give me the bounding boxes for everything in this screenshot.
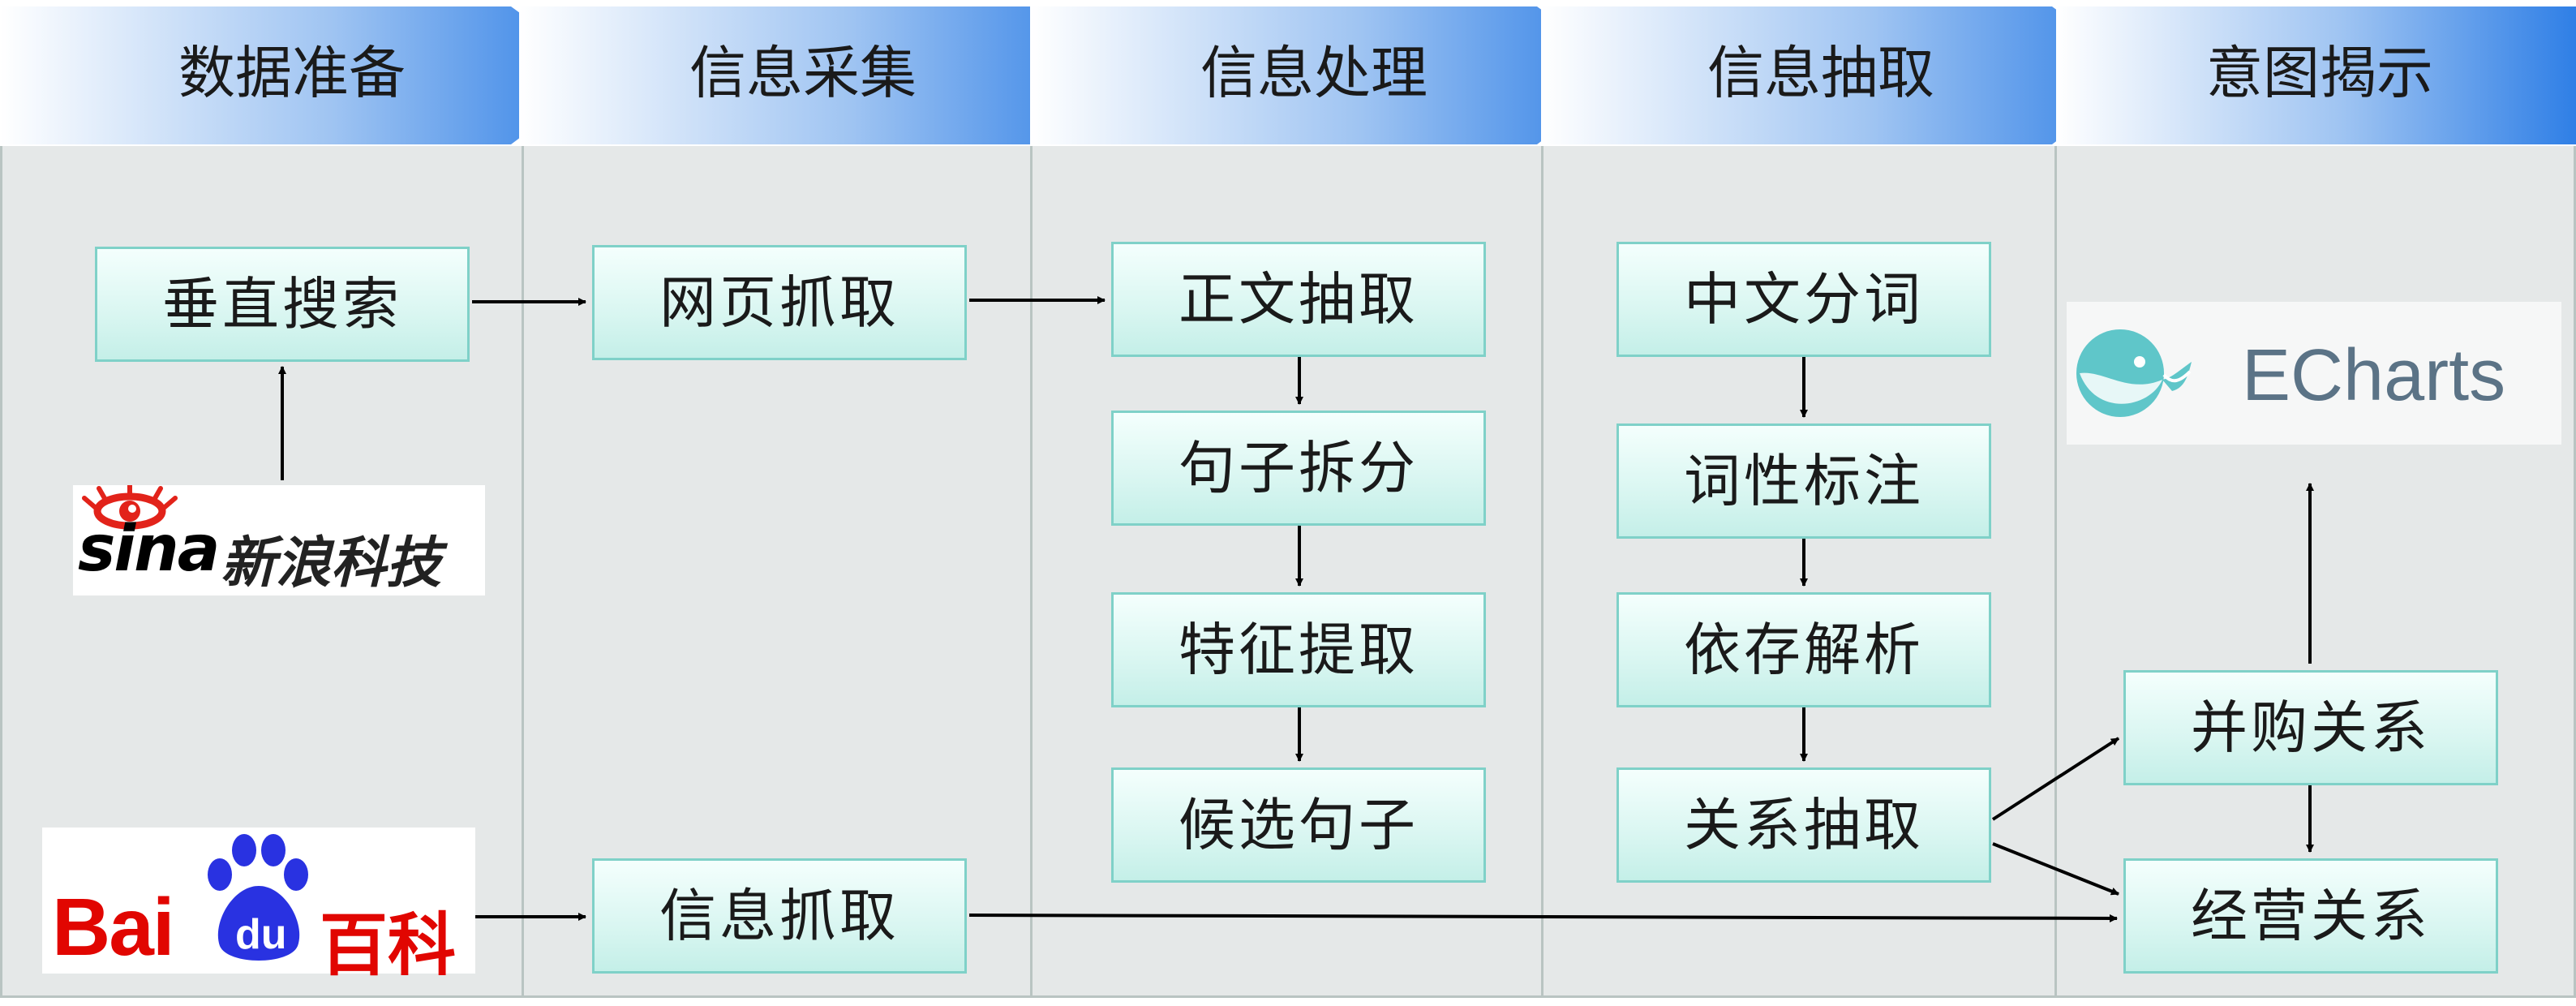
node-pos-tagging[interactable]: 词性标注 (1616, 423, 1991, 539)
stage-label-info-extract: 信息抽取 (1707, 40, 1934, 106)
node-business-relation[interactable]: 经营关系 (2123, 858, 2498, 974)
echarts-wordmark: ECharts (2242, 335, 2506, 416)
node-body-extract[interactable]: 正文抽取 (1111, 242, 1486, 357)
stage-label-intent-reveal: 意图揭示 (2206, 40, 2433, 106)
echarts-logo[interactable]: ECharts (2067, 302, 2561, 445)
sina-eye-icon (82, 485, 178, 530)
node-vertical-search[interactable]: 垂直搜索 (95, 247, 470, 362)
node-dependency-parsing[interactable]: 依存解析 (1616, 592, 1991, 707)
stage-label-info-collect: 信息采集 (689, 40, 917, 106)
baidu-baike-logo[interactable]: Bai du 百科 (42, 828, 475, 985)
stage-label-data-prep: 数据准备 (178, 40, 406, 106)
echarts-whale-icon (2076, 329, 2192, 417)
node-web-crawl[interactable]: 网页抓取 (592, 245, 967, 360)
baidu-wordmark: Bai (52, 882, 175, 973)
sina-tech-text: 新浪科技 (221, 531, 442, 595)
node-feature-extract[interactable]: 特征提取 (1111, 592, 1486, 707)
sina-logo[interactable]: sina 新浪科技 (73, 485, 485, 595)
node-sentence-split[interactable]: 句子拆分 (1111, 411, 1486, 526)
node-candidate-sentence[interactable]: 候选句子 (1111, 767, 1486, 883)
stage-label-info-process: 信息处理 (1200, 40, 1428, 106)
sina-wordmark: sina (78, 513, 220, 586)
column-intent-reveal (2054, 146, 2576, 998)
baidu-baike-text: 百科 (320, 905, 457, 985)
node-word-segmentation[interactable]: 中文分词 (1616, 242, 1991, 357)
node-info-crawl[interactable]: 信息抓取 (592, 858, 967, 974)
node-relation-extract[interactable]: 关系抽取 (1616, 767, 1991, 883)
baidu-paw-icon (208, 834, 308, 961)
baidu-du-text: du (235, 911, 287, 958)
node-merger-relation[interactable]: 并购关系 (2123, 670, 2498, 785)
